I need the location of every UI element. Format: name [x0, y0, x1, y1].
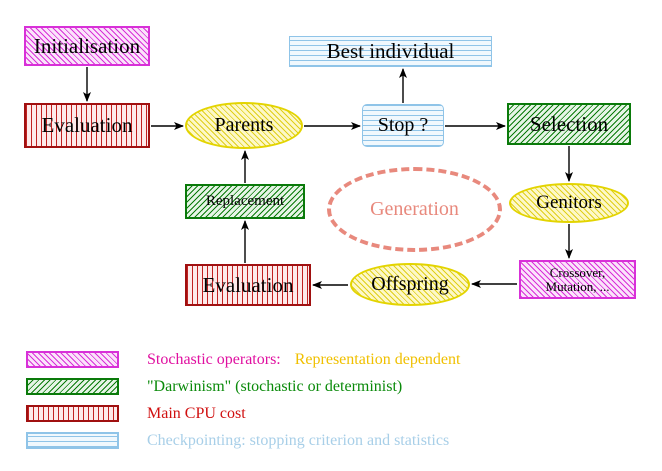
node-evaluation-top: Evaluation	[24, 103, 150, 148]
node-evaluation-top-label: Evaluation	[41, 113, 133, 138]
node-parents: Parents	[185, 102, 303, 149]
legend-swatch-blue-horizontal	[26, 432, 119, 449]
legend-text-stochastic: Stochastic operators:	[147, 350, 281, 368]
node-offspring: Offspring	[350, 263, 470, 306]
node-stop: Stop ?	[362, 104, 444, 147]
legend-row-stochastic: Stochastic operators: Representation depe…	[26, 347, 646, 372]
node-stop-label: Stop ?	[377, 114, 429, 136]
legend-swatch-green-hatch	[26, 378, 119, 395]
legend: Stochastic operators: Representation depe…	[26, 347, 646, 455]
legend-label-darwinism: "Darwinism" (stochastic or determinist)	[147, 377, 403, 395]
node-selection-label: Selection	[529, 111, 609, 136]
node-crossover-mutation: Crossover, Mutation, ...	[519, 260, 636, 299]
node-generation-loop: Generation	[327, 167, 502, 252]
legend-label-stochastic: Stochastic operators: Representation depe…	[147, 351, 460, 369]
node-initialisation-label: Initialisation	[33, 33, 141, 58]
legend-swatch-magenta-hatch	[26, 351, 119, 368]
node-crossover-line1: Crossover,	[549, 264, 606, 280]
legend-text-representation: Representation dependent	[294, 350, 461, 368]
legend-row-checkpointing: Checkpointing: stopping criterion and st…	[26, 428, 646, 453]
legend-label-checkpointing: Checkpointing: stopping criterion and st…	[147, 431, 450, 449]
node-replacement-label: Replacement	[205, 192, 285, 209]
node-selection: Selection	[507, 103, 631, 145]
node-genitors-label: Genitors	[536, 192, 602, 214]
node-evaluation-bottom: Evaluation	[185, 264, 311, 306]
node-genitors: Genitors	[509, 183, 629, 223]
node-generation-label: Generation	[370, 198, 459, 220]
node-replacement: Replacement	[185, 184, 305, 219]
legend-label-cpu-cost: Main CPU cost	[147, 404, 246, 422]
node-best-individual-label: Best individual	[326, 39, 455, 64]
legend-row-darwinism: "Darwinism" (stochastic or determinist)	[26, 374, 646, 399]
node-offspring-label: Offspring	[371, 273, 449, 295]
node-parents-label: Parents	[214, 114, 274, 136]
node-crossover-line2: Mutation, ...	[545, 278, 610, 294]
legend-row-cpu-cost: Main CPU cost	[26, 401, 646, 426]
node-evaluation-bottom-label: Evaluation	[202, 272, 294, 297]
legend-swatch-red-vertical	[26, 405, 119, 422]
node-crossover-mutation-label: Crossover, Mutation, ...	[546, 266, 610, 293]
node-best-individual: Best individual	[289, 36, 492, 67]
node-initialisation: Initialisation	[24, 26, 150, 66]
